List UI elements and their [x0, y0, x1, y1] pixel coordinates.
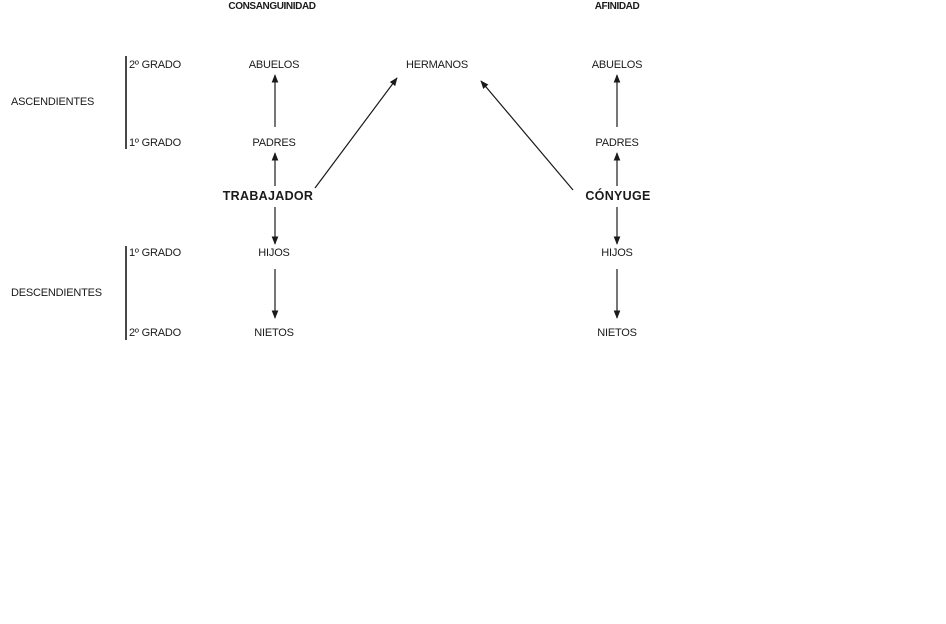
- node-af-abuelos: ABUELOS: [591, 59, 643, 71]
- header-afinidad: AFINIDAD: [594, 1, 640, 12]
- node-cons-nietos: NIETOS: [254, 327, 294, 339]
- node-af-nietos: NIETOS: [597, 327, 637, 339]
- node-cons-abuelos: ABUELOS: [248, 59, 300, 71]
- grade-asc-1: 1º GRADO: [129, 137, 181, 149]
- node-cons-hijos: HIJOS: [258, 247, 290, 259]
- grade-asc-2: 2º GRADO: [129, 59, 181, 71]
- node-conyuge: CÓNYUGE: [585, 189, 651, 203]
- grade-desc-2: 2º GRADO: [129, 327, 181, 339]
- node-cons-padres: PADRES: [252, 137, 296, 149]
- arrow-conyuge-to-hermanos: [480, 80, 574, 191]
- label-ascendientes: ASCENDIENTES: [11, 96, 95, 108]
- header-consanguinidad: CONSANGUINIDAD: [228, 1, 316, 12]
- node-af-hijos: HIJOS: [601, 247, 633, 259]
- label-descendientes: DESCENDIENTES: [11, 287, 102, 299]
- arrow-trabajador-to-hermanos: [314, 77, 398, 189]
- node-af-padres: PADRES: [595, 137, 639, 149]
- node-hermanos: HERMANOS: [406, 59, 468, 71]
- node-trabajador: TRABAJADOR: [222, 189, 314, 203]
- grade-desc-1: 1º GRADO: [129, 247, 181, 259]
